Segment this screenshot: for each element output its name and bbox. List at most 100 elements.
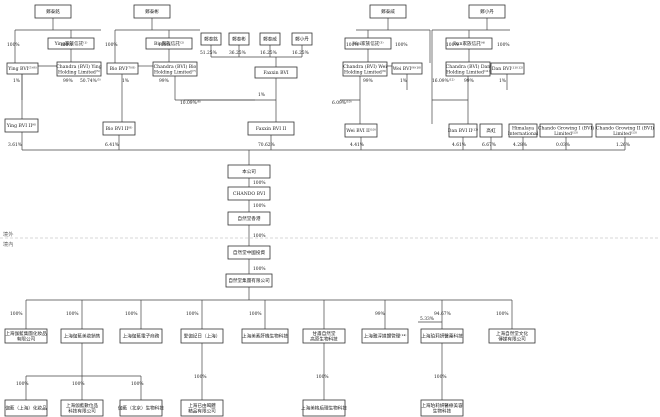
ownership-percentage: 99% [363, 79, 373, 84]
entity-box-g3: 伽藍（北京）生物科技 [118, 399, 164, 417]
entity-box-zhouc: 鄭泰彬 [133, 4, 171, 19]
entity-box-fxbvi2: Faxxin BVI II [247, 121, 295, 136]
ownership-percentage: 50.74%⁽⁵⁾ [80, 78, 101, 84]
entity-box-frame [488, 328, 536, 344]
entity-label: 伽藍（北京）生物科技 [118, 405, 164, 412]
ownership-percentage: 100% [253, 267, 266, 272]
entity-box-frame [34, 4, 72, 19]
entity-box-frame [227, 245, 271, 260]
entity-label: Ying BVI⁽⁵⁾⁽⁶⁾ [7, 66, 36, 72]
ownership-percentage: 100% [60, 43, 73, 48]
entity-label: Chando Growing II (BVI) [596, 124, 654, 131]
entity-box-c3: 上海伽藍電子商務 [119, 328, 163, 344]
ownership-percentage: 99% [375, 312, 385, 317]
entity-label: CHANDO BVI [233, 191, 265, 197]
entity-label: 高虹 [486, 127, 496, 134]
entity-box-frame [247, 121, 295, 136]
entity-box-biobvi: Bio BVI⁽⁷⁾⁽⁸⁾ [106, 62, 139, 75]
entity-box-jz: 高虹 [479, 123, 503, 138]
ownership-percentage: 100% [316, 375, 329, 380]
entity-box-frame [4, 399, 48, 417]
entity-label: Chando Growing I (BVI) [538, 124, 594, 131]
entity-box-frame [344, 37, 392, 50]
entity-box-fxbvi: Faxxin BVI [254, 66, 298, 79]
entity-box-frame [420, 328, 464, 344]
entity-label: 鄭小丹 [295, 36, 309, 43]
entity-label: 鄭泰威 [381, 8, 395, 15]
entity-box-yingbvi2: Ying BVI II⁽⁶⁾ [4, 118, 39, 133]
ownership-percentage: 100% [253, 204, 266, 209]
entity-label: Faxxin BVI II [256, 126, 286, 132]
ownership-percentage: 99% [63, 79, 73, 84]
entity-label: 鄭泰威 [263, 36, 277, 43]
ownership-percentage: 36.25% [229, 51, 246, 56]
entity-box-frame [508, 123, 538, 138]
ownership-percentage: 16.09%⁽¹²⁾ [432, 78, 454, 84]
entity-box-frame [225, 273, 273, 288]
ownership-percentage: 1% [400, 79, 407, 84]
entity-label: 自然堂集團有限公司 [228, 277, 270, 284]
ownership-percentage: 3.61% [8, 143, 22, 148]
entity-label: Chandra (BVI) Dan [446, 63, 490, 70]
entity-box-biotr: Bio家族信託⁽²⁾ [145, 37, 193, 50]
entity-box-frame [302, 399, 346, 417]
ownership-percentage: 100% [395, 43, 408, 48]
entity-label: 生物科技 [433, 407, 452, 414]
ownership-percentage: 99% [159, 79, 169, 84]
entity-label: 上海美素肝機生物科技 [242, 333, 288, 340]
ownership-percentage: 100% [7, 43, 20, 48]
entity-box-c4: 愛伽記日（上海） [180, 328, 224, 344]
entity-label: Limited⁽¹³⁾ [554, 131, 578, 137]
entity-box-frame [445, 61, 491, 77]
ownership-percentage: 16.25% [260, 51, 277, 56]
entity-label: 甘肅自然堂 [313, 330, 336, 337]
ownership-percentage: 16.25% [292, 51, 309, 56]
entity-label: 上海雅淳媒體管理⁽¹⁴⁾ [364, 333, 407, 340]
ownership-percentage: 100% [16, 382, 29, 387]
entity-box-weibvi2: Wei BVI II⁽¹⁰⁾ [344, 123, 378, 138]
entity-box-danbvi: Dan BVI⁽¹¹⁾⁽¹²⁾ [490, 62, 525, 75]
ownership-percentage: 1% [13, 79, 20, 84]
entity-label: Holding Limited⁽⁵⁾ [58, 69, 100, 75]
entity-label: 鄭泰銘 [204, 36, 218, 43]
ownership-percentage: 6.41% [105, 143, 119, 148]
entity-box-dantr: Dan家族信託⁽⁴⁾ [445, 37, 493, 50]
ownership-percentage: 100% [125, 312, 138, 317]
entity-box-group: 自然堂集團有限公司 [225, 273, 273, 288]
entity-box-weibvi: Wei BVI⁽⁹⁾⁽¹⁰⁾ [391, 62, 423, 75]
entity-label: Wei家族信託⁽³⁾ [352, 40, 383, 47]
ownership-percentage: 100% [10, 312, 23, 317]
entity-label: 上海伽藍數位品 [66, 402, 99, 409]
entity-label: Bio BVI⁽⁷⁾⁽⁸⁾ [110, 66, 136, 72]
entity-label: Holding Limited⁽⁷⁾ [154, 69, 196, 75]
ownership-percentage: 100% [497, 43, 510, 48]
entity-box-frame [4, 328, 48, 344]
ownership-percentage: 100% [253, 181, 266, 186]
entity-box-frame [180, 328, 224, 344]
entity-box-zhouw: 鄭泰威 [369, 4, 407, 19]
ownership-percentage: 1% [122, 79, 129, 84]
entity-label: Wei BVI II⁽¹⁰⁾ [346, 128, 376, 134]
entity-box-danbvi2: Dan BVI II⁽¹²⁾ [448, 123, 478, 138]
entity-box-frame [227, 164, 271, 179]
entity-label: 伽藍（上海）化妝品 [5, 405, 47, 412]
entity-label: 傳媒有限公司 [498, 335, 526, 342]
ownership-percentage: 100% [446, 43, 459, 48]
ownership-percentage: 70.62% [258, 143, 275, 148]
ownership-percentage: 10.09%⁽⁸⁾ [180, 100, 201, 106]
entity-box-c8: 上海珀莉妍醫藥科技 [420, 328, 464, 344]
entity-label: 上海珀莉妍醫療美容 [421, 402, 463, 409]
entity-label: 鄭泰彬 [232, 36, 246, 43]
entity-label: Wei BVI⁽⁹⁾⁽¹⁰⁾ [393, 66, 422, 72]
entity-box-frame [241, 328, 289, 344]
entity-box-frame [490, 62, 525, 75]
entity-box-frame [56, 61, 102, 77]
